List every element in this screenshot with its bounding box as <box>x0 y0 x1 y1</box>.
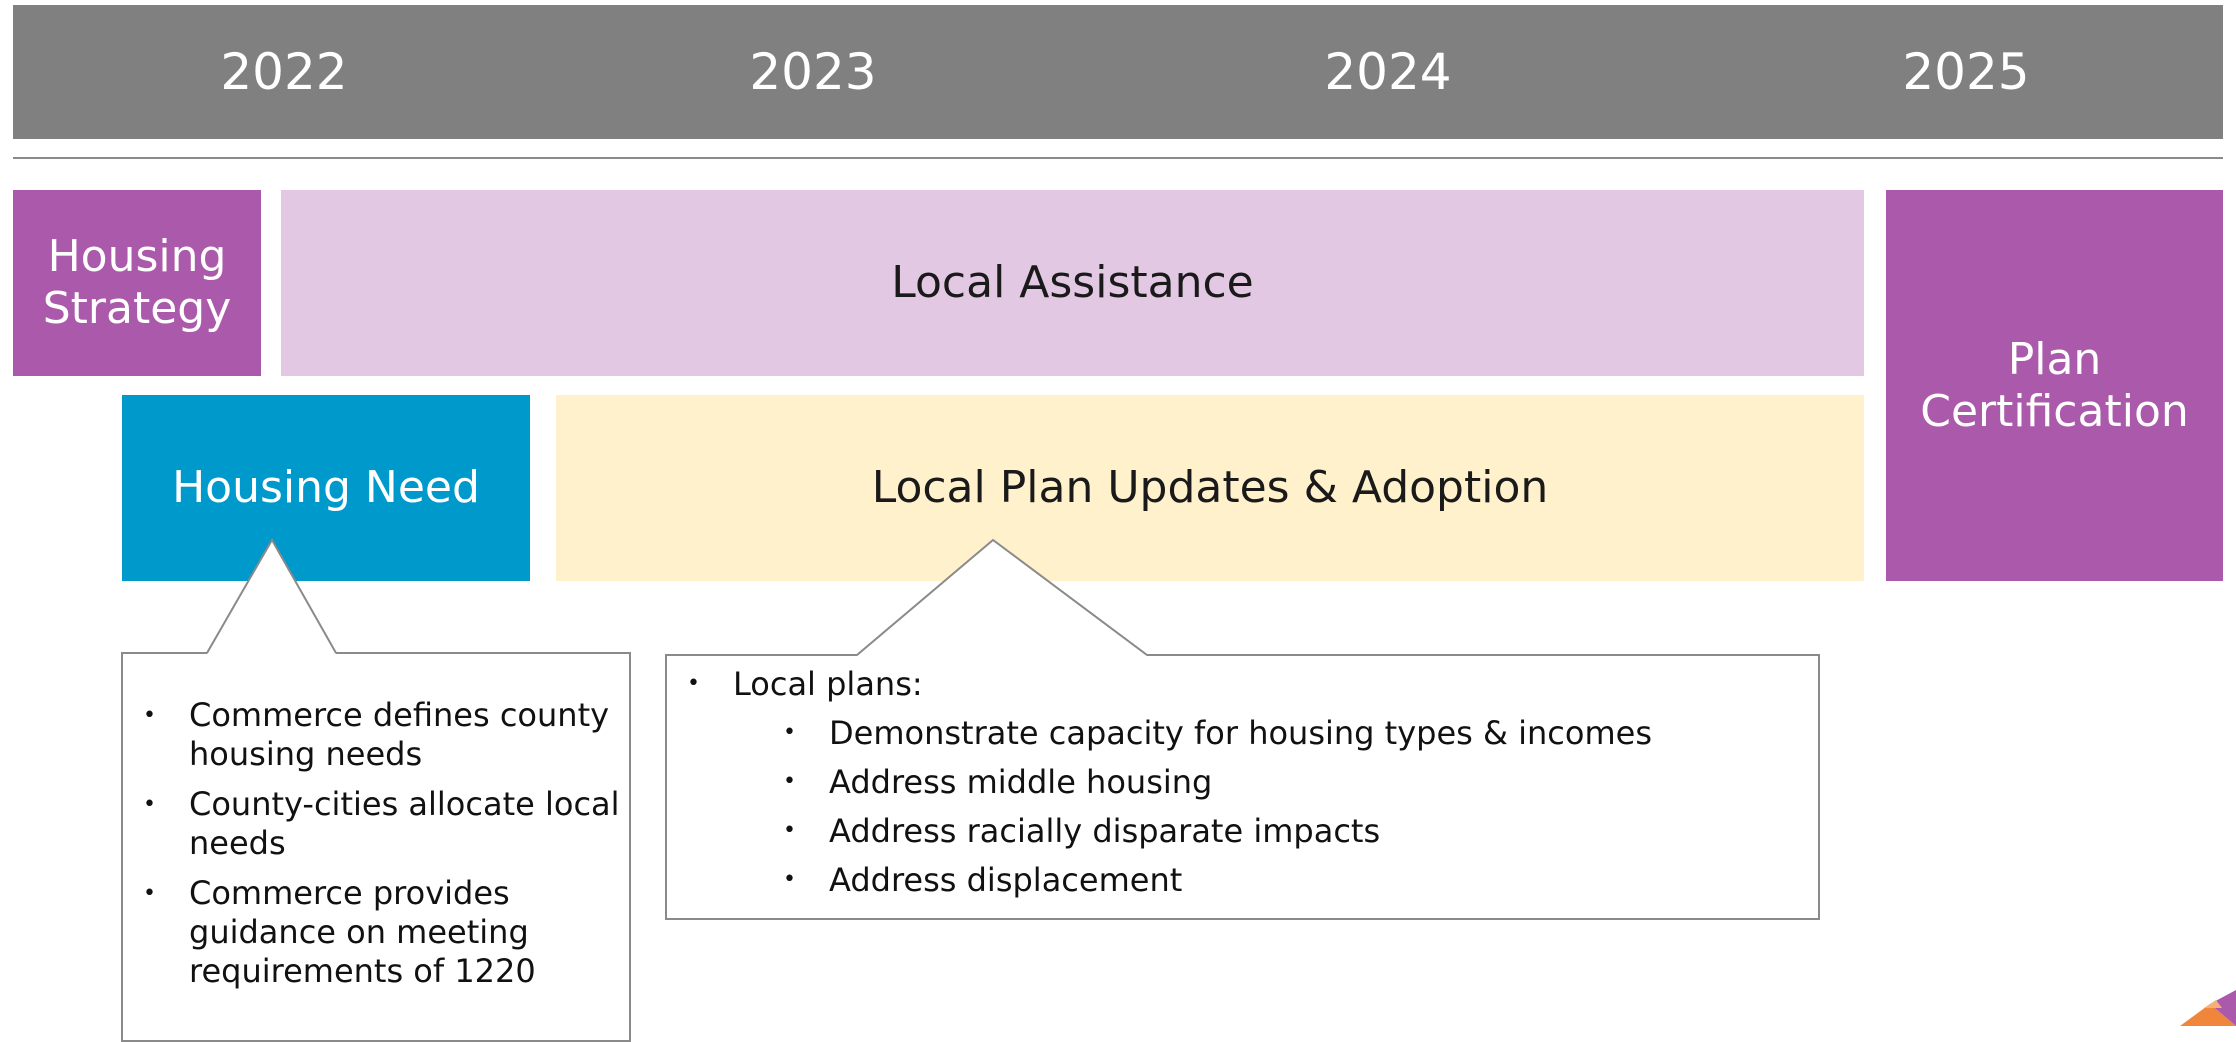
local-plans-sublist: • Demonstrate capacity for housing types … <box>667 713 1818 900</box>
brand-logo-icon <box>2180 990 2236 1026</box>
note-text: Commerce provides guidance on meeting re… <box>189 874 536 990</box>
note-text: County-cities allocate local needs <box>189 785 620 862</box>
note-text: Address middle housing <box>829 763 1213 801</box>
bullet-icon: • <box>783 818 796 843</box>
bullet-icon: • <box>783 720 796 745</box>
local-plan-updates-label: Local Plan Updates & Adoption <box>871 462 1549 514</box>
bullet-icon: • <box>687 671 700 696</box>
local-plans-heading-item: • Local plans: <box>667 664 1818 704</box>
note-text: Address displacement <box>829 861 1183 899</box>
note-text: Demonstrate capacity for housing types &… <box>829 714 1652 752</box>
plan-certification-label: Plan Certification <box>1920 333 2189 437</box>
local-assistance-block: Local Assistance <box>281 190 1864 376</box>
bullet-icon: • <box>783 867 796 892</box>
list-item: • Demonstrate capacity for housing types … <box>667 713 1818 753</box>
housing-need-notes-list: • Commerce defines county housing needs •… <box>123 696 629 991</box>
year-label-2025: 2025 <box>1902 43 2030 101</box>
header-divider <box>13 157 2223 159</box>
list-item: • Address middle housing <box>667 762 1818 802</box>
local-plans-callout: • Local plans: • Demonstrate capacity for… <box>665 654 1820 920</box>
year-label-2022: 2022 <box>220 43 348 101</box>
bullet-icon: • <box>143 792 156 817</box>
housing-strategy-block: Housing Strategy <box>13 190 261 376</box>
year-header-bar: 2022 2023 2024 2025 <box>13 5 2223 139</box>
note-text: Address racially disparate impacts <box>829 812 1381 850</box>
housing-need-callout: • Commerce defines county housing needs •… <box>121 652 631 1042</box>
plan-certification-block: Plan Certification <box>1886 190 2223 581</box>
year-label-2023: 2023 <box>749 43 877 101</box>
local-plans-heading: Local plans: <box>733 665 923 703</box>
list-item: • Commerce provides guidance on meeting r… <box>123 874 629 991</box>
local-plan-updates-block: Local Plan Updates & Adoption <box>556 395 1864 581</box>
list-item: • County-cities allocate local needs <box>123 785 629 863</box>
housing-need-block: Housing Need <box>122 395 530 581</box>
list-item: • Commerce defines county housing needs <box>123 696 629 774</box>
housing-need-label: Housing Need <box>172 462 480 514</box>
local-assistance-label: Local Assistance <box>891 257 1254 309</box>
bullet-icon: • <box>143 703 156 728</box>
note-text: Commerce defines county housing needs <box>189 696 610 773</box>
bullet-icon: • <box>143 881 156 906</box>
bullet-icon: • <box>783 769 796 794</box>
year-label-2024: 2024 <box>1324 43 1452 101</box>
list-item: • Address displacement <box>667 860 1818 900</box>
housing-strategy-label: Housing Strategy <box>42 231 232 334</box>
list-item: • Address racially disparate impacts <box>667 811 1818 851</box>
